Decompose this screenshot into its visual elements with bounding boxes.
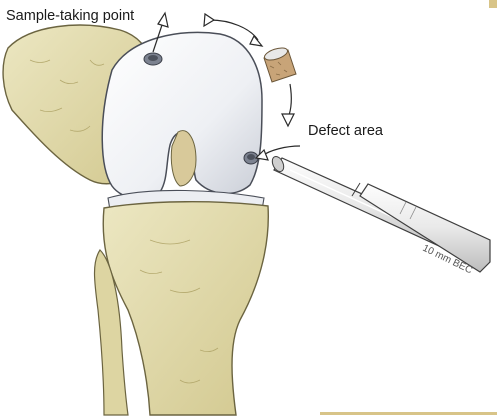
cartilage-plug bbox=[263, 46, 296, 82]
instrument: 10 mm BEC bbox=[270, 155, 490, 277]
tibia bbox=[103, 202, 268, 415]
corner-accent bbox=[489, 0, 497, 8]
curved-arrow-icon bbox=[288, 84, 291, 118]
femur bbox=[3, 25, 262, 199]
instrument-handle bbox=[360, 184, 490, 272]
sample-point-label: Sample-taking point bbox=[6, 8, 134, 24]
defect-area-label: Defect area bbox=[308, 123, 384, 139]
bottom-accent-bar bbox=[320, 412, 497, 415]
